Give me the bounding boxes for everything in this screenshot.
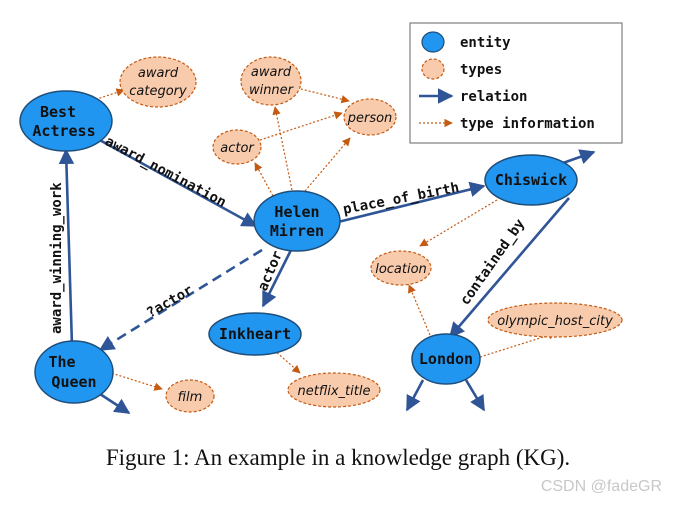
entity-label-best-actress-line1: Best: [40, 103, 76, 121]
type-node-film: film: [165, 379, 215, 413]
legend-item-types: types: [421, 58, 502, 80]
type-label-award-winner-line2: winner: [249, 83, 295, 98]
type-information-edges: [87, 87, 557, 391]
relation-edge-actor: [261, 247, 294, 308]
type-label-location: location: [375, 262, 427, 277]
legend-entity-swatch: [421, 31, 445, 53]
type-edge-chiswick-location: [419, 199, 498, 247]
legend: entity types relation type information: [409, 22, 623, 144]
type-label-award-category-line2: category: [129, 84, 187, 99]
entity-label-best-actress-line2: Actress: [32, 122, 95, 140]
type-node-netflix-title: netflix_title: [287, 372, 381, 408]
type-edge-london-location: [408, 284, 431, 336]
relation-label-award-nomination: award_nomination: [102, 133, 229, 210]
entity-label-chiswick: Chiswick: [495, 171, 567, 189]
relation-label-place-of-birth: place_of_birth: [342, 180, 461, 218]
entity-node-helen-mirren: Helen Mirren: [253, 190, 341, 252]
legend-label-entity: entity: [460, 35, 511, 51]
entity-label-london: London: [419, 350, 473, 368]
type-nodes: award category award winner person actor…: [119, 56, 623, 413]
type-node-person: person: [343, 98, 397, 136]
type-edge-actor-person: [259, 111, 343, 141]
type-node-olympic-host-city: olympic_host_city: [487, 302, 623, 338]
relation-edge-place-of-birth: [337, 181, 486, 224]
knowledge-graph-diagram: award_nomination place_of_birth containe…: [19, 22, 623, 415]
legend-label-relation: relation: [460, 89, 527, 105]
entity-node-inkheart: Inkheart: [208, 312, 302, 356]
relation-edge-london-outgoing-left: [405, 379, 425, 412]
type-edge-helen-mirren-actor: [254, 162, 274, 197]
type-label-olympic-host-city: olympic_host_city: [497, 314, 613, 329]
relation-edge-london-outgoing-right: [464, 379, 486, 412]
type-node-award-category: award category: [119, 56, 197, 108]
type-node-actor: actor: [212, 129, 262, 165]
entity-label-the-queen-line2: Queen: [51, 373, 96, 391]
type-label-actor: actor: [220, 141, 255, 156]
legend-label-types: types: [460, 62, 502, 78]
legend-label-type-information: type information: [460, 116, 595, 132]
type-edge-helen-mirren-person: [304, 137, 351, 192]
type-node-location: location: [370, 250, 432, 286]
type-edge-helen-mirren-award-winner: [272, 106, 293, 191]
entity-label-inkheart: Inkheart: [219, 325, 291, 343]
relation-edge-the-queen-outgoing: [96, 390, 131, 415]
entity-label-helen-mirren-line2: Mirren: [270, 222, 324, 240]
type-label-person: person: [347, 111, 393, 126]
relation-edge-award-nomination: [95, 136, 258, 228]
type-edge-the-queen-film: [107, 371, 163, 391]
type-edge-award-winner-person: [296, 87, 350, 104]
figure-caption: Figure 1: An example in a knowledge grap…: [105, 445, 571, 470]
relation-edges: [58, 136, 596, 415]
legend-item-type-information: type information: [419, 116, 595, 132]
legend-item-entity: entity: [421, 31, 511, 53]
type-label-award-winner-line1: award: [251, 65, 292, 80]
entity-node-london: London: [411, 333, 481, 385]
type-node-award-winner: award winner: [240, 56, 302, 106]
relation-edge-contained-by: [448, 197, 570, 339]
entity-label-the-queen-line1: The: [48, 353, 75, 371]
entity-node-the-queen: The Queen: [34, 340, 114, 404]
entity-label-helen-mirren-line1: Helen: [274, 203, 319, 221]
relation-edge-award-winning-work: [58, 148, 75, 347]
entity-node-best-actress: Best Actress: [19, 90, 113, 152]
type-edge-london-olympic-host-city: [479, 331, 557, 358]
watermark: CSDN @fadeGR: [540, 478, 662, 495]
type-label-netflix-title: netflix_title: [298, 384, 371, 399]
relation-label-query-actor: ?actor: [144, 282, 196, 321]
relation-label-award-winning-work: award_winning_work: [49, 182, 65, 334]
relation-edge-chiswick-outgoing: [562, 149, 596, 165]
type-label-film: film: [178, 390, 203, 405]
type-edge-inkheart-netflix-title: [273, 349, 301, 374]
relation-label-contained-by: contained_by: [457, 216, 528, 308]
legend-types-swatch: [421, 58, 445, 80]
legend-item-relation: relation: [419, 88, 527, 105]
type-label-award-category-line1: award: [138, 66, 179, 81]
entity-node-chiswick: Chiswick: [484, 154, 578, 206]
entity-nodes: Best Actress Helen Mirren Chiswick Inkhe…: [19, 90, 578, 404]
